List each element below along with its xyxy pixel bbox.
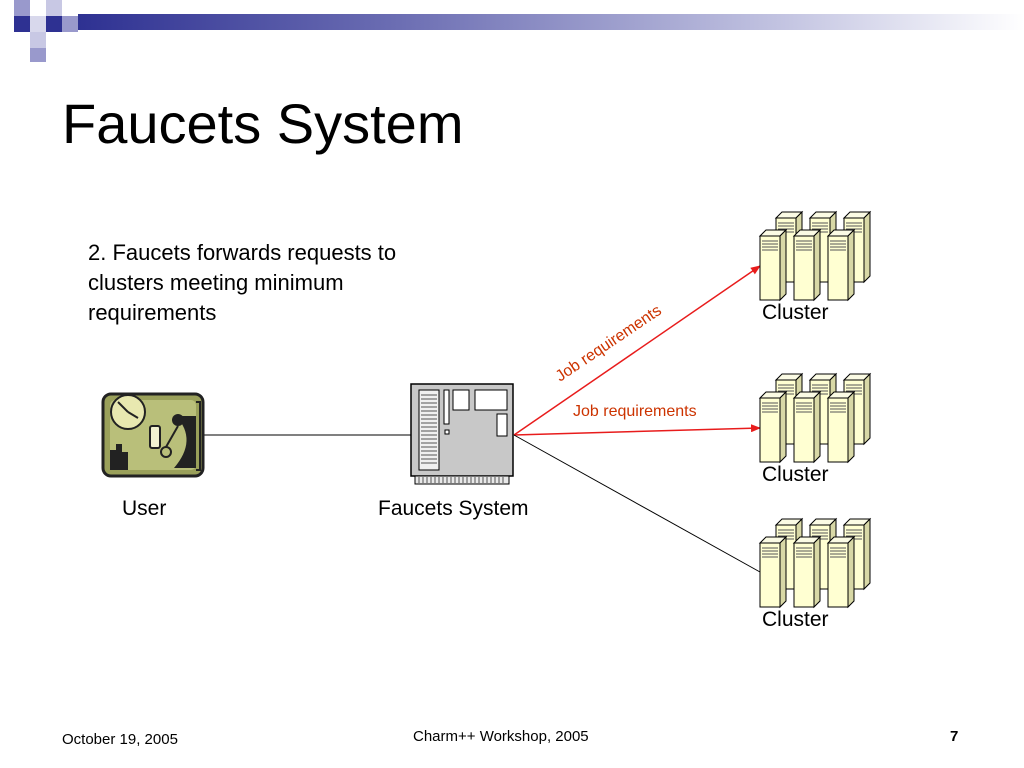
cluster-icon (760, 519, 870, 607)
header-square (30, 48, 46, 62)
header-square (62, 16, 78, 32)
job-requirements-arrow-1 (513, 265, 761, 436)
header-gradient-bar (78, 14, 1024, 30)
edge-label-job-requirements: Job requirements (573, 403, 697, 420)
header-square (46, 16, 62, 32)
cluster-icon (760, 374, 870, 462)
user-label: User (122, 497, 167, 520)
faucets-system-label: Faucets System (378, 497, 529, 520)
body-text: 2. Faucets forwards requests to clusters… (88, 240, 397, 325)
cluster-icon (760, 212, 870, 300)
system-to-cluster-line-3 (513, 434, 761, 573)
header-decoration (14, 0, 1024, 62)
footer-date: October 19, 2005 (62, 731, 178, 748)
footer-event: Charm++ Workshop, 2005 (413, 728, 589, 745)
header-square (14, 16, 30, 32)
header-square (14, 0, 30, 16)
page-number: 7 (950, 728, 959, 745)
header-square (46, 0, 62, 16)
server-icon (410, 383, 514, 485)
header-square (30, 16, 46, 32)
header-square (30, 32, 46, 48)
slide-title: Faucets System (62, 92, 464, 155)
cluster-label: Cluster (762, 301, 829, 324)
user-icon (101, 392, 205, 478)
job-requirements-arrow-2 (513, 424, 761, 436)
cluster-label: Cluster (762, 463, 829, 486)
cluster-label: Cluster (762, 608, 829, 631)
